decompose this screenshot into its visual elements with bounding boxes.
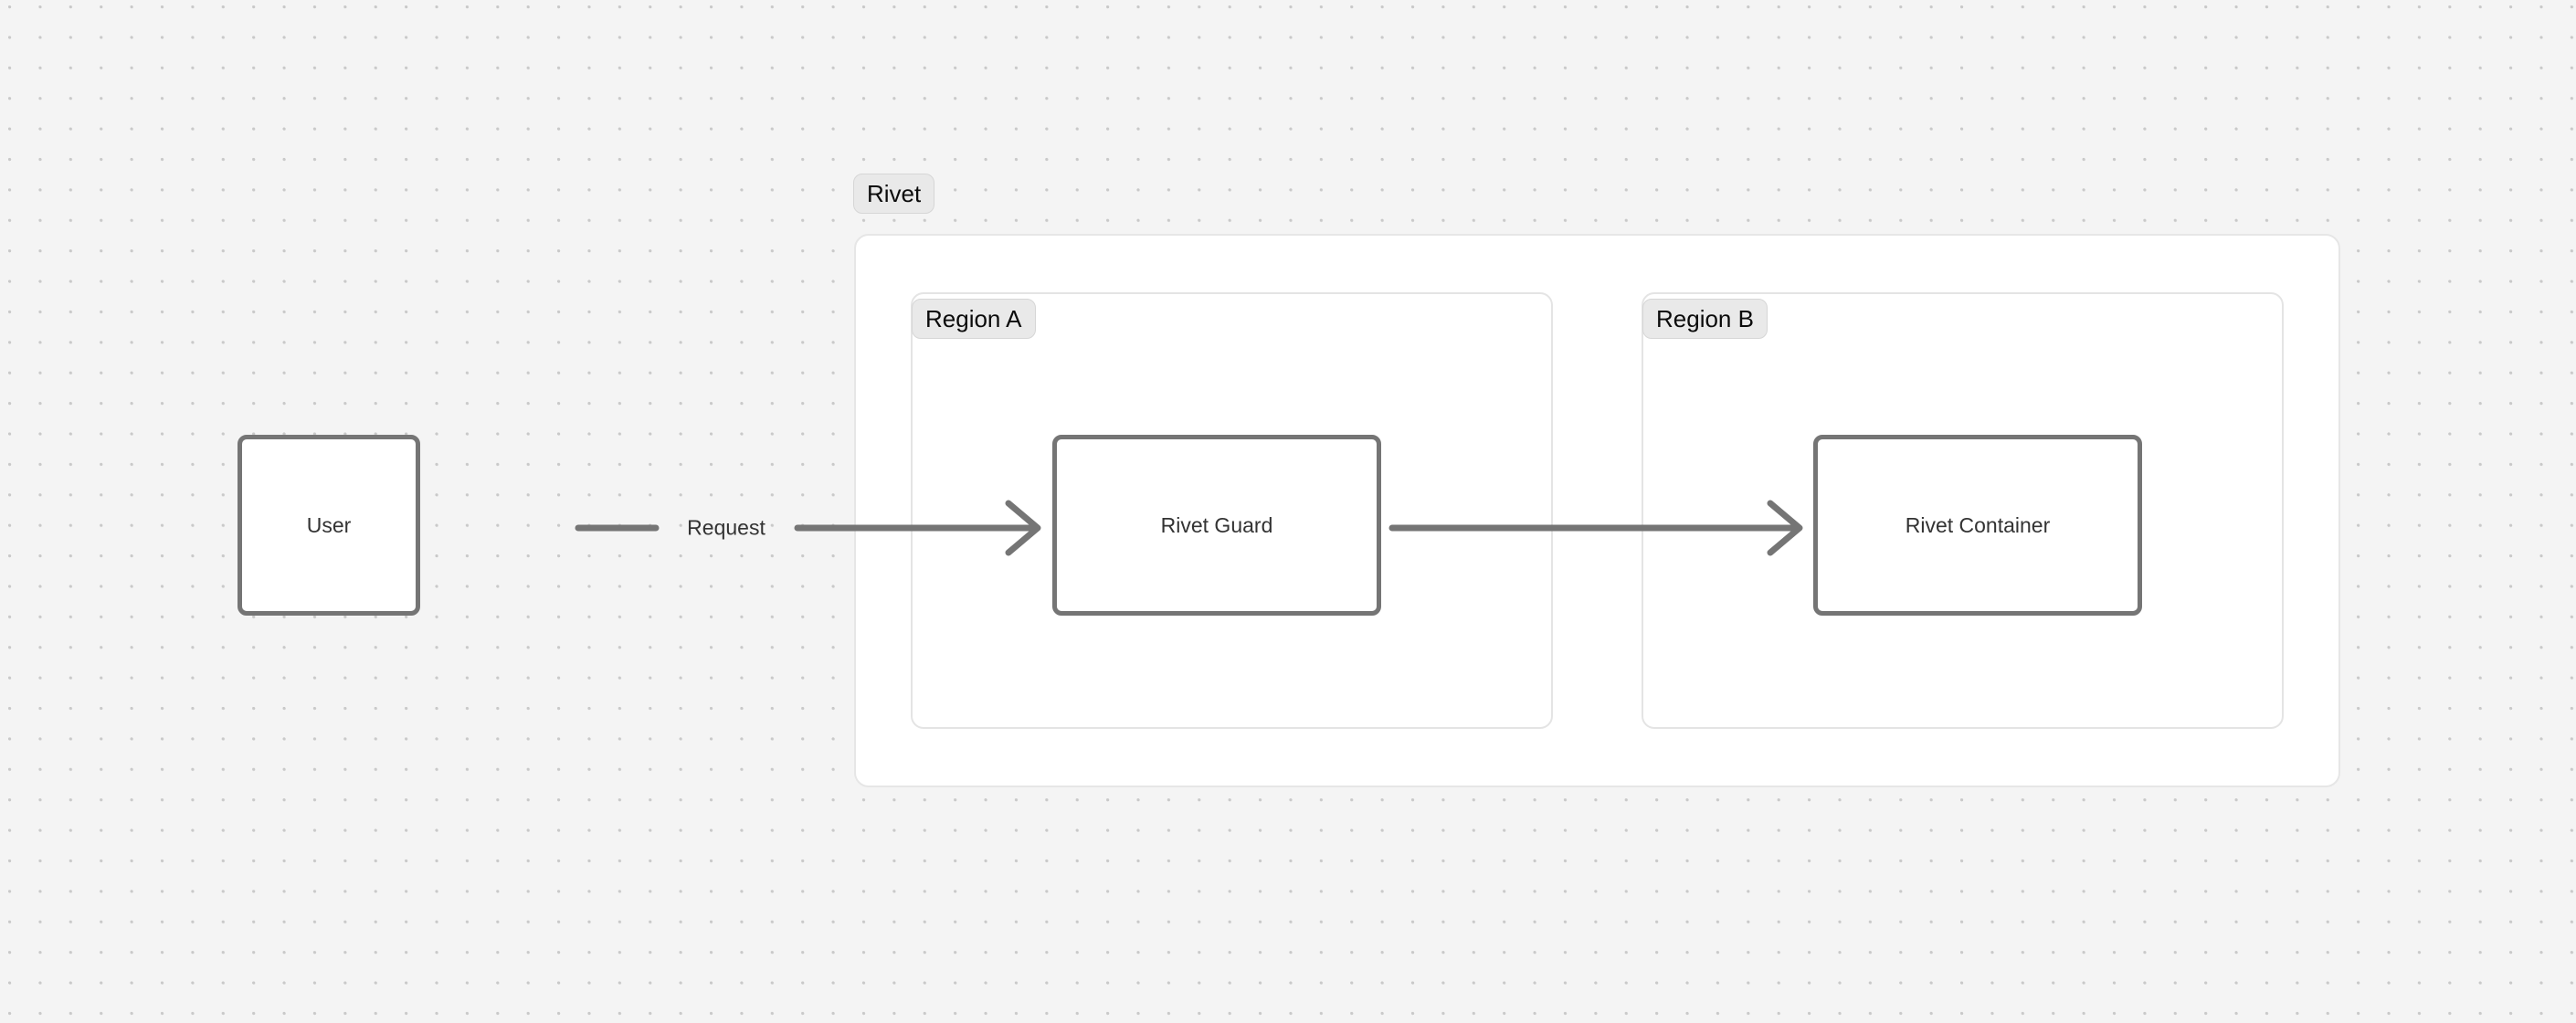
group-label-region-a[interactable]: Region A <box>912 299 1036 339</box>
node-rivet-container[interactable]: Rivet Container <box>1813 435 2142 616</box>
node-user[interactable]: User <box>238 435 420 616</box>
node-rivet-guard[interactable]: Rivet Guard <box>1052 435 1381 616</box>
group-region-a[interactable] <box>911 292 1553 729</box>
node-user-label: User <box>306 512 352 537</box>
group-region-b[interactable] <box>1642 292 2284 729</box>
edge-label-request: Request <box>687 515 765 540</box>
group-label-rivet[interactable]: Rivet <box>853 174 935 214</box>
node-rivet-guard-label: Rivet Guard <box>1160 512 1273 537</box>
group-label-region-b[interactable]: Region B <box>1642 299 1768 339</box>
node-rivet-container-label: Rivet Container <box>1905 512 2051 537</box>
